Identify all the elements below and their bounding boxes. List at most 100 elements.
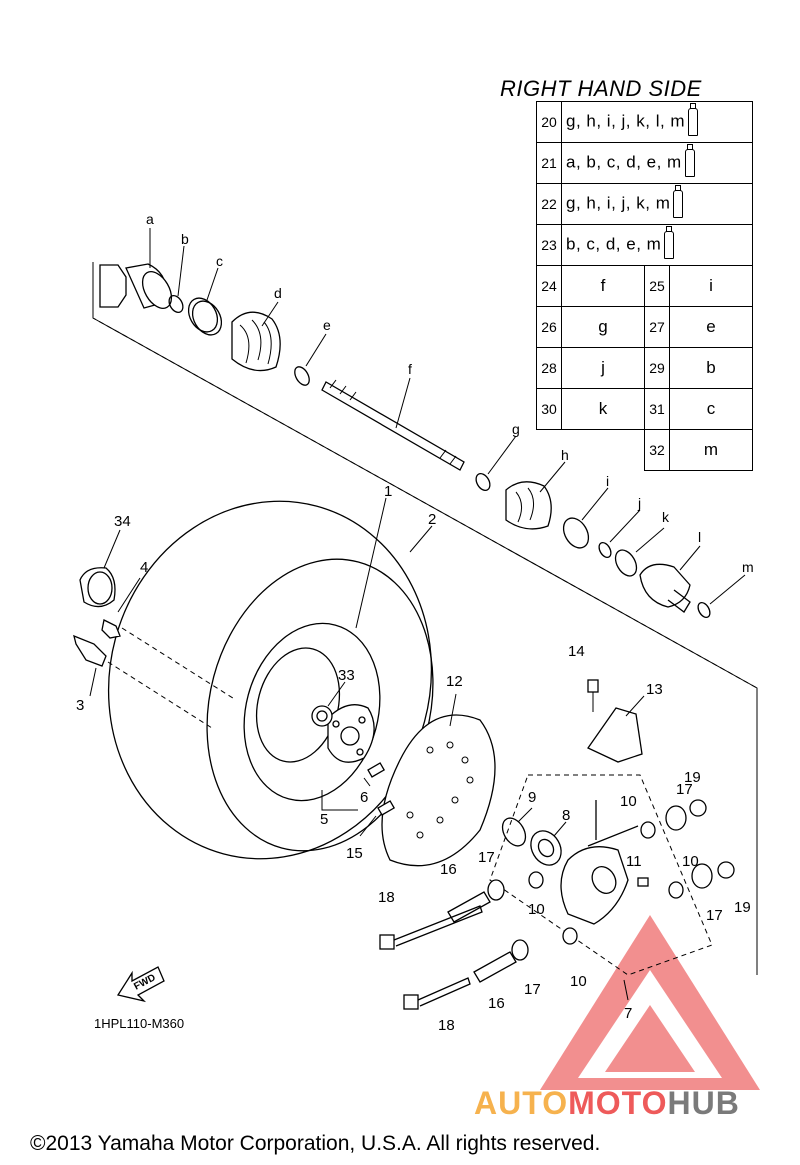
cv-joint-inner-l — [639, 545, 701, 613]
watermark-hub: HUB — [667, 1085, 740, 1121]
hub-nut-33 — [311, 681, 346, 727]
boot-band-i — [562, 487, 609, 549]
callout-17-b: 17 — [706, 907, 723, 924]
right-hand-side-title: RIGHT HAND SIDE — [500, 76, 702, 101]
callout-10-a: 10 — [620, 793, 637, 810]
callout-b: b — [181, 231, 189, 247]
watermark-auto: AUTO — [474, 1085, 569, 1121]
bearing-8 — [530, 821, 567, 866]
part-letter: m — [669, 429, 753, 471]
callout-10-d: 10 — [570, 973, 587, 990]
part-letter: j — [561, 347, 645, 389]
part-number: 25 — [644, 265, 670, 307]
circlip-g — [475, 435, 517, 492]
callout-18-a: 18 — [378, 889, 395, 906]
diagram-code: 1HPL110-M360 — [94, 1016, 185, 1031]
collars-16 — [447, 891, 517, 983]
kit-contents: a, b, c, d, e, m — [561, 142, 753, 184]
part-number: 31 — [644, 388, 670, 430]
watermark-text: AUTOMOTOHUB — [474, 1085, 740, 1122]
callout-11: 11 — [626, 853, 642, 870]
assembly-outline — [92, 262, 758, 976]
kit-letters: a, b, c, d, e, m — [566, 152, 682, 172]
callout-k: k — [662, 509, 670, 525]
callout-h: h — [561, 447, 569, 463]
callout-17-d: 17 — [524, 981, 541, 998]
kit-reference-table: 20 g, h, i, j, k, l, m 21 a, b, c, d, e,… — [536, 101, 753, 471]
callout-i: i — [606, 473, 609, 489]
callout-16-a: 16 — [440, 861, 457, 878]
boot-band-e — [294, 333, 327, 386]
fwd-arrow-icon: FWD — [116, 966, 165, 1003]
watermark-triangle-logo — [540, 915, 760, 1090]
callout-17-c: 17 — [478, 849, 495, 866]
kit-number: 21 — [536, 142, 562, 184]
part-number: 30 — [536, 388, 562, 430]
kit-number: 23 — [536, 224, 562, 266]
grease-tube-icon — [688, 103, 699, 136]
part-letter: c — [669, 388, 753, 430]
callout-14: 14 — [568, 643, 585, 660]
empty-cell — [537, 430, 645, 471]
kit-number: 20 — [536, 101, 562, 143]
callout-15: 15 — [346, 845, 363, 862]
kit-row: 22 g, h, i, j, k, m — [536, 183, 753, 225]
grease-tube-icon — [664, 226, 675, 259]
collars-17 — [487, 805, 713, 961]
part-letter: k — [561, 388, 645, 430]
part-letter: f — [561, 265, 645, 307]
bolt-14 — [587, 679, 599, 712]
pair-row: 24 f 25 i — [536, 265, 753, 307]
callout-18-b: 18 — [438, 1017, 455, 1034]
kit-letters: g, h, i, j, k, l, m — [566, 111, 686, 131]
callout-10-c: 10 — [528, 901, 545, 918]
circlip-b — [168, 245, 185, 314]
callout-g: g — [512, 421, 520, 437]
part-number: 27 — [644, 306, 670, 348]
grease-nipple-11 — [637, 877, 649, 887]
oring-k — [614, 527, 665, 577]
callout-10-b: 10 — [682, 853, 699, 870]
kit-letters: b, c, d, e, m — [566, 234, 662, 254]
pair-row: 26 g 27 e — [536, 306, 753, 348]
callout-j: j — [637, 495, 641, 511]
callout-d: d — [274, 285, 282, 301]
circlip-9 — [501, 807, 533, 847]
pair-row: 32 m — [537, 429, 753, 471]
cv-boot-h — [505, 461, 566, 530]
callout-c: c — [216, 253, 223, 269]
callout-33: 33 — [338, 667, 355, 684]
callout-8: 8 — [562, 807, 570, 824]
copyright-notice: ©2013 Yamaha Motor Corporation, U.S.A. A… — [30, 1132, 601, 1155]
grease-tube-icon — [684, 144, 695, 177]
bushings-10 — [528, 821, 684, 945]
drive-shaft-f — [321, 377, 465, 471]
callout-9: 9 — [528, 789, 536, 806]
callout-7: 7 — [624, 1005, 632, 1022]
callout-5: 5 — [320, 811, 328, 828]
part-number: 28 — [536, 347, 562, 389]
callout-a: a — [146, 211, 154, 227]
callout-34: 34 — [114, 513, 131, 530]
pair-row: 28 j 29 b — [536, 347, 753, 389]
kit-row: 20 g, h, i, j, k, l, m — [536, 101, 753, 143]
wheel-hub-5 — [321, 704, 375, 811]
callout-4: 4 — [140, 559, 148, 576]
kit-contents: g, h, i, j, k, l, m — [561, 101, 753, 143]
bracket-13 — [587, 695, 645, 763]
valve-3 — [73, 634, 213, 729]
part-letter: g — [561, 306, 645, 348]
bolts-18 — [379, 905, 483, 1010]
callout-6: 6 — [360, 789, 368, 806]
part-number: 32 — [644, 429, 670, 471]
part-letter: e — [669, 306, 753, 348]
hub-cap-34 — [79, 529, 121, 608]
tire-2 — [107, 500, 434, 860]
circlip-m — [697, 574, 746, 619]
callout-m: m — [742, 559, 754, 575]
nuts-19 — [689, 799, 735, 879]
callout-3: 3 — [76, 697, 84, 714]
kit-number: 22 — [536, 183, 562, 225]
stud-bolt-6 — [363, 762, 386, 787]
callout-l: l — [698, 529, 701, 545]
